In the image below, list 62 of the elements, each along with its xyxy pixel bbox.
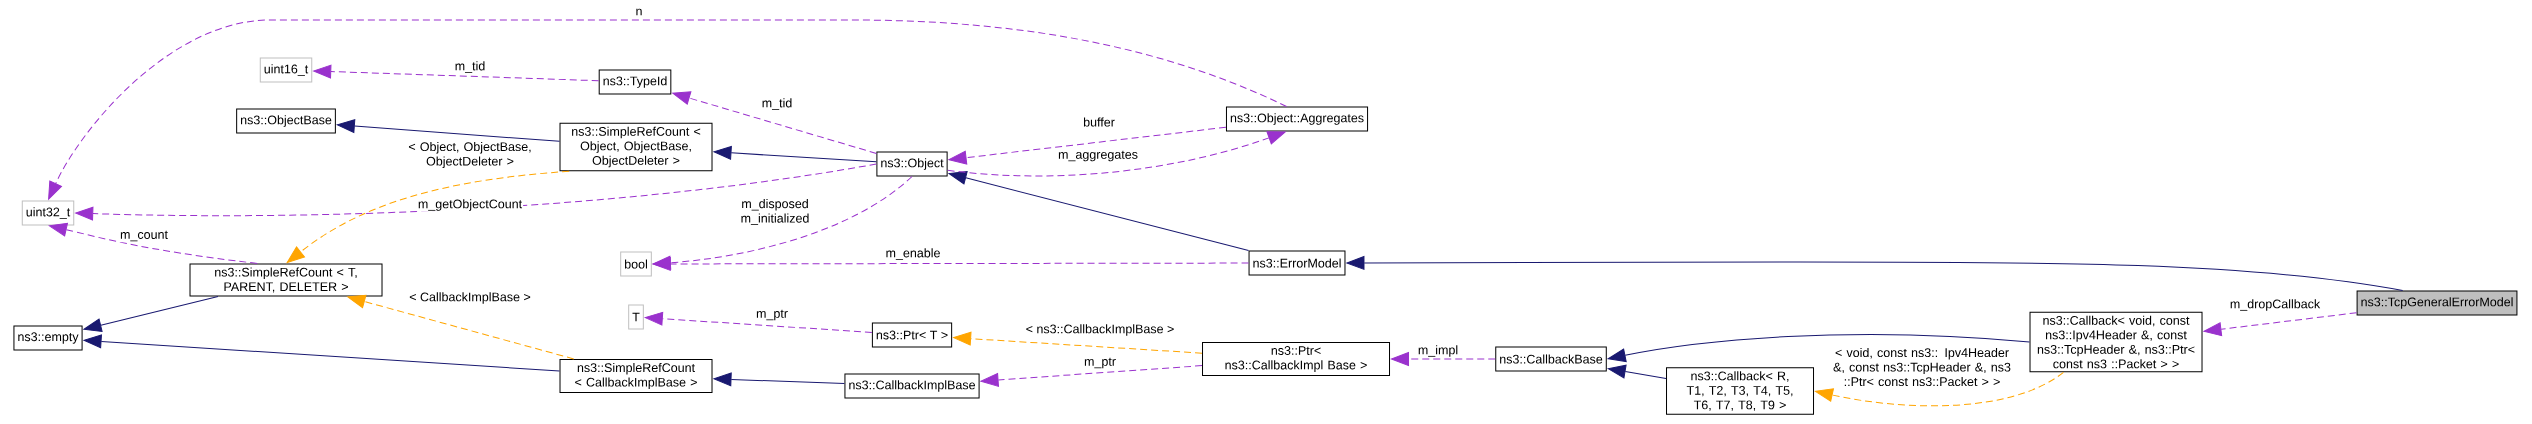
- arrow: [948, 171, 1250, 252]
- arrow: [947, 131, 1286, 177]
- class-box: ns3::ErrorModel: [1248, 250, 1346, 276]
- edge-label: m_ptr: [1083, 356, 1117, 370]
- edge-label: buffer: [1082, 116, 1116, 128]
- class-box: ns3::Object::Aggregates: [1225, 106, 1369, 132]
- edge-label: < ns3::CallbackImplBase >: [1024, 323, 1176, 337]
- class-box: ns3::Callback< R, T1, T2, T3, T4, T5, T6, T7, T8, T9 >: [1666, 367, 1814, 415]
- class-box: ns3::SimpleRefCount < Object, ObjectBase, ObjectDeleter >: [559, 122, 713, 172]
- class-box: ns3::Object: [876, 151, 948, 177]
- arrow: [644, 311, 873, 333]
- edge-label: m_aggregates: [1057, 149, 1139, 163]
- class-box: ns3::ObjectBase: [236, 108, 336, 134]
- arrow: [1346, 256, 2404, 291]
- arrow: [980, 365, 1203, 387]
- class-box: T: [628, 304, 644, 330]
- arrow: [75, 163, 877, 221]
- arrow: [83, 334, 560, 372]
- arrow: [1814, 371, 2064, 407]
- arrow: [1607, 364, 1667, 379]
- arrow: [48, 19, 1288, 200]
- edge-label: n: [634, 7, 644, 17]
- arrow: [48, 222, 258, 264]
- edge-label: m_enable: [884, 247, 942, 261]
- class-box: ns3::empty: [13, 325, 83, 351]
- arrow: [2203, 312, 2358, 337]
- arrow: [672, 91, 877, 154]
- edge-label: < CallbackImplBase >: [408, 291, 532, 305]
- class-box: ns3::SimpleRefCount < CallbackImplBase >: [559, 358, 713, 394]
- arrow: [336, 119, 560, 142]
- arrow: [347, 294, 575, 360]
- class-box: uint32_t: [21, 200, 75, 226]
- class-box: ns3::CallbackBase: [1495, 346, 1607, 372]
- class-box: bool: [620, 251, 652, 277]
- arrow: [1607, 334, 2030, 363]
- class-box: ns3::TypeId: [598, 69, 672, 95]
- class-box: ns3::CallbackImplBase: [844, 373, 980, 399]
- arrow: [83, 296, 219, 332]
- arrow: [1390, 352, 1496, 366]
- class-box: ns3::Callback< void, const ns3::Ipv4Header &, const ns3::TcpHeader &, ns3::Ptr< const ns3 ::Packet > >: [2029, 311, 2203, 373]
- class-box: ns3::Ptr< T >: [871, 322, 953, 348]
- edge-label: m_tid: [453, 60, 487, 74]
- class-box: ns3::TcpGeneralErrorModel: [2356, 290, 2518, 316]
- edge-label: m_tid: [760, 97, 794, 111]
- arrow: [953, 331, 1203, 354]
- edge-label: m_count: [119, 229, 169, 243]
- arrow: [313, 64, 600, 82]
- class-box: ns3::SimpleRefCount < T, PARENT, DELETER >: [189, 263, 383, 297]
- edge-label: m_disposed m_initialized: [734, 198, 816, 226]
- edge-label: m_getObjectCount: [416, 198, 524, 212]
- arrow: [286, 170, 570, 264]
- edge-label: m_ptr: [755, 308, 789, 322]
- arrow: [713, 145, 877, 163]
- arrow: [652, 176, 913, 270]
- edge-label: m_impl: [1416, 344, 1460, 358]
- edge-label: < void, const ns3:: Ipv4Header &, const ns3::TcpHeader &, ns3 ::Ptr< const ns3::Packet > >: [1832, 346, 2012, 388]
- class-box: uint16_t: [259, 57, 313, 83]
- arrow: [948, 126, 1227, 165]
- edge-label: m_dropCallback: [2228, 298, 2322, 312]
- edge-label: < Object, ObjectBase, ObjectDeleter >: [399, 140, 541, 170]
- arrow: [713, 372, 845, 387]
- class-box: ns3::Ptr< ns3::CallbackImpl Base >: [1202, 342, 1390, 376]
